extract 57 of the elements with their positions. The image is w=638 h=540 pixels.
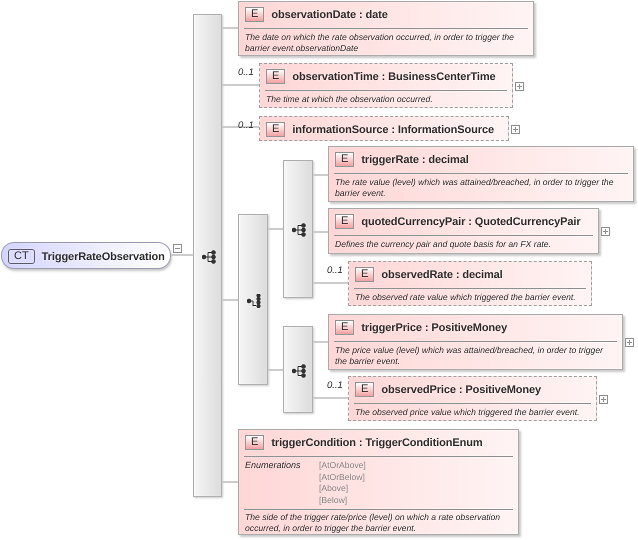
cardinality-label: 0..1 [238,67,254,78]
type-marker: E [266,122,286,137]
cardinality-label: 0..1 [327,265,343,276]
type-marker: E [335,214,354,229]
type-marker: CT [8,249,35,264]
element-name: observedPrice : PositiveMoney [381,384,542,396]
element-box [238,429,519,535]
type-marker: E [245,7,264,22]
connector-line [312,282,348,284]
compositor-bar [283,326,313,413]
connector-line [170,254,194,256]
enum-value: [Below] [319,494,348,506]
element-box [348,376,597,421]
element-name: triggerRate : decimal [361,154,469,166]
description-text: The time at which the observation occurred. [266,94,434,105]
complex-type-box [1,242,171,269]
element-name: observationDate : date [271,8,388,20]
element-box [259,63,513,108]
description-text: The observed price value which triggered the barrier event. [355,407,581,418]
element-name: triggerCondition : TriggerConditionEnum [271,436,483,448]
type-marker: E [355,382,374,397]
enum-value: [AtOrBelow] [319,472,365,482]
element-box [328,146,634,202]
description-text: The side of the trigger rate/price (level) on which a rate observation occurred, in order to trigger the barrier event. [245,512,502,534]
description-text: The observed rate value which triggered the barrier event. [355,292,577,303]
type-marker: E [266,69,286,84]
compositor-bar [238,214,268,385]
enum-value: [AtOrAbove] [319,460,366,471]
cardinality-label: 0..1 [327,380,343,391]
type-marker: E [355,267,374,282]
description-text: The price value (level) which was attained/breached, in order to trigger the barrier event. [335,345,604,367]
connector-line [222,84,260,86]
connector-line [268,228,284,230]
element-name: informationSource : InformationSource [292,124,494,136]
type-marker: E [245,435,264,450]
enumerations-label: Enumerations [245,460,301,470]
description-text: The date on which the rate observation occurred, in order to trigger the barrier event.observationDate [245,32,515,54]
type-marker: E [335,320,354,335]
cardinality-label: 0..1 [238,120,254,131]
compositor-bar [283,160,313,298]
description-text: The rate value (level) which was attained/breached, in order to trigger the barrier event. [335,177,614,199]
element-box [238,1,534,56]
element-name: TriggerRateObservation [42,250,165,262]
element-name: observedRate : decimal [381,268,503,280]
element-name: observationTime : BusinessCenterTime [292,70,496,82]
description-text: Defines the currency pair and quote basis for an FX rate. [335,239,552,250]
enum-value: [Above] [319,483,348,494]
element-box [348,261,592,306]
element-box [328,208,599,254]
connector-line [312,174,328,176]
element-name: quotedCurrencyPair : QuotedCurrencyPair [361,216,581,228]
element-box [259,116,509,141]
element-name: triggerPrice : PositiveMoney [361,322,508,334]
element-box [328,314,623,370]
connector-line [222,126,260,128]
compositor-bar [193,14,222,497]
type-marker: E [335,152,354,167]
